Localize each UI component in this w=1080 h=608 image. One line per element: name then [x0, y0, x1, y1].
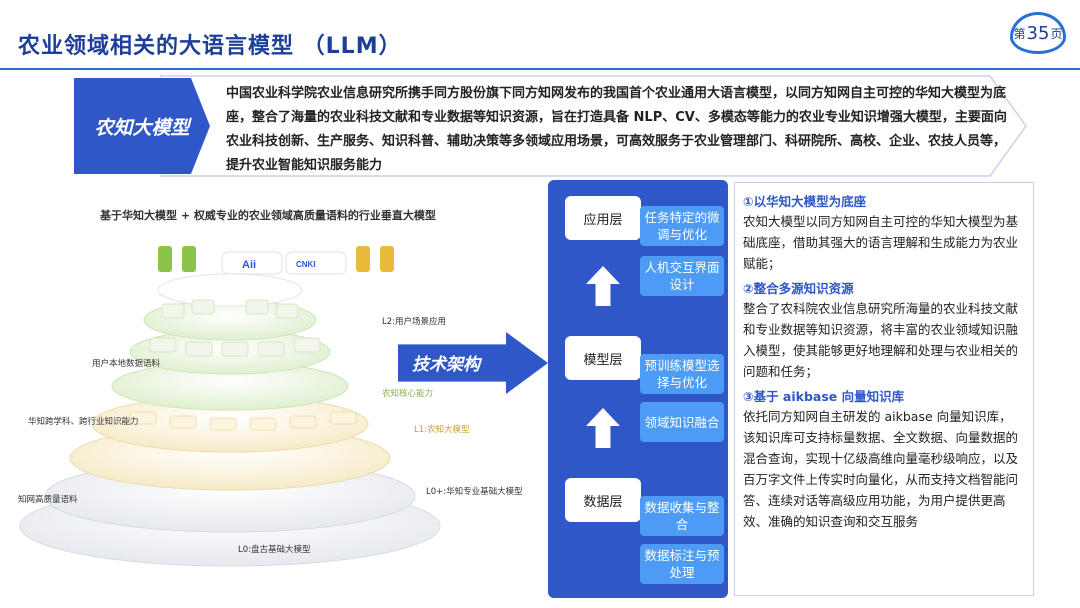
tech-architecture-label: 技术架构 [412, 355, 480, 375]
label-cross-domain: 华知跨学科、跨行业知识能力 [28, 416, 139, 427]
page-title: 农业领域相关的大语言模型 （LLM） [18, 34, 402, 59]
tag-pretrain: 预训练模型选择与优化 [640, 354, 724, 394]
logo-cnki: CNKI [296, 260, 316, 269]
detail-heading: ①以华知大模型为底座 [743, 194, 867, 209]
tag-domain-fusion: 领域知识融合 [640, 402, 724, 442]
label-l2: L2:用户场景应用 [382, 316, 446, 327]
label-agri-core: 农知核心能力 [382, 388, 433, 399]
detail-body: 整合了农科院农业信息研究所海量的农业科技文献和专业数据等知识资源，将丰富的农业领… [743, 301, 1019, 379]
detail-heading: ③基于 aikbase 向量知识库 [743, 389, 905, 404]
intro-text: 中国农业科学院农业信息研究所携手同方股份旗下同方知网发布的我国首个农业通用大语言… [226, 86, 1007, 173]
pyramid-caption: 基于华知大模型 + 权威专业的农业领域高质量语料的行业垂直大模型 [100, 209, 436, 222]
tag-data-labeling: 数据标注与预处理 [640, 544, 724, 584]
intro-frame [160, 75, 1027, 177]
page-suffix: 页 [1050, 26, 1063, 41]
page-number-badge: 第 35 页 [1010, 12, 1066, 54]
label-l0: L0:盘古基础大模型 [238, 544, 311, 555]
label-l0plus: L0+:华知专业基础大模型 [426, 486, 523, 497]
page-prefix: 第 [1013, 26, 1026, 41]
page-number: 35 [1026, 22, 1050, 44]
layer-application: 应用层 [565, 196, 641, 240]
details-box: ①以华知大模型为底座 农知大模型以同方知网自主可控的华知大模型为基础底座，借助其… [734, 182, 1034, 596]
detail-body: 依托同方知网自主研发的 aikbase 向量知识库，该知识库可支持标量数据、全文… [743, 409, 1019, 529]
intro-label: 农知大模型 [74, 78, 210, 174]
detail-heading: ②整合多源知识资源 [743, 281, 854, 296]
label-user-data: 用户本地数据语料 [92, 358, 161, 369]
tag-hci: 人机交互界面设计 [640, 256, 724, 296]
label-l1: L1:农知大模型 [414, 424, 470, 435]
logo-aii: Aii [242, 259, 256, 271]
model-pyramid-illustration: Aii CNKI L2:用户场景应用 用户本地数据语料 农知核心能力 华知跨学科… [18, 246, 523, 567]
layer-model: 模型层 [565, 336, 641, 380]
tag-data-collection: 数据收集与整合 [640, 496, 724, 536]
detail-body: 农知大模型以同方知网自主可控的华知大模型为基础底座，借助其强大的语言理解和生成能… [743, 214, 1019, 271]
label-cnki-corpus: 知网高质量语料 [18, 494, 78, 505]
tag-finetune: 任务特定的微调与优化 [640, 206, 724, 246]
title-divider [0, 68, 1080, 70]
layer-data: 数据层 [565, 478, 641, 522]
